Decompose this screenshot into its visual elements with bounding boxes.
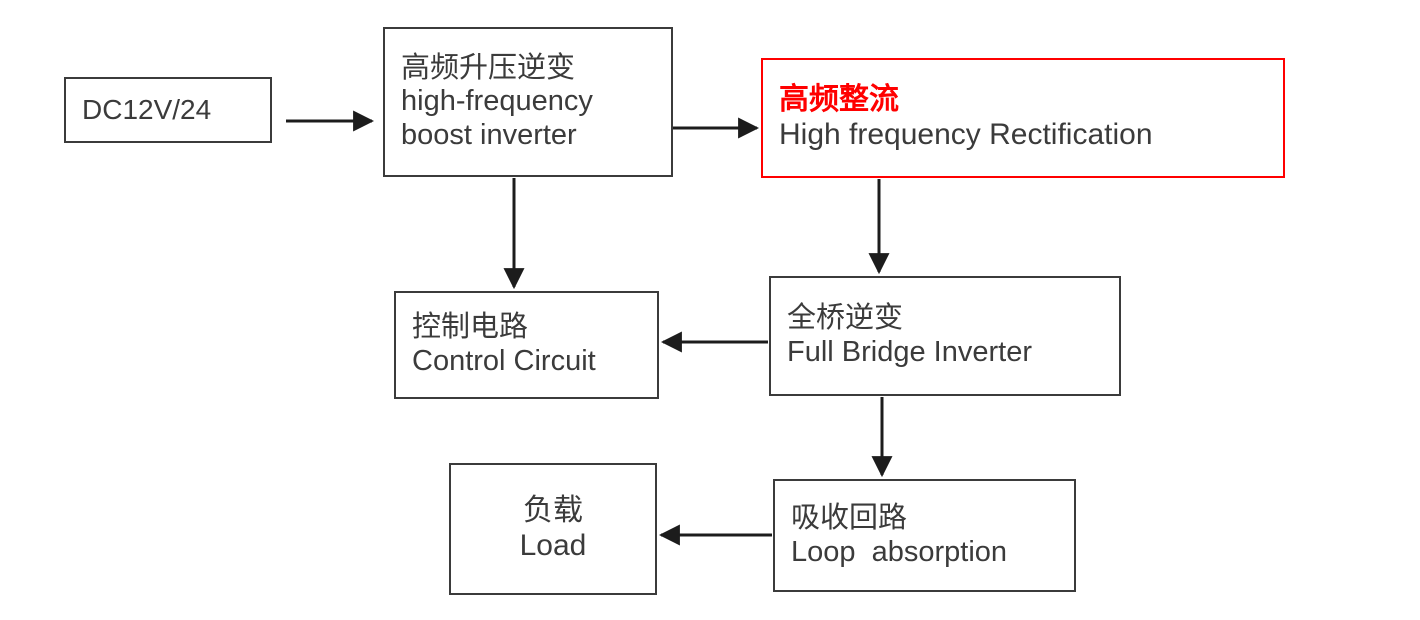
control-circuit-label-cn: 控制电路 <box>412 311 529 344</box>
high-frequency-rectification-block[interactable]: 高频整流 High frequency Rectification <box>761 58 1285 178</box>
boost-inverter-label-cn: 高频升压逆变 <box>401 51 576 84</box>
rectification-label-cn: 高频整流 <box>779 83 899 117</box>
load-block[interactable]: 负载 Load <box>449 463 657 595</box>
rectification-label-en: High frequency Rectification <box>779 118 1153 151</box>
dc-input-label: DC12V/24 <box>82 93 212 125</box>
loop-absorption-label-cn: 吸收回路 <box>791 501 908 534</box>
dc-input-block[interactable]: DC12V/24 <box>64 77 272 143</box>
boost-inverter-label-en-line2: boost inverter <box>401 118 577 151</box>
loop-absorption-label-en: Loop absorption <box>791 535 1008 568</box>
full-bridge-inverter-block[interactable]: 全桥逆变 Full Bridge Inverter <box>769 276 1121 396</box>
load-label-en: Load <box>519 529 587 562</box>
full-bridge-label-cn: 全桥逆变 <box>787 302 904 335</box>
load-label-cn: 负载 <box>523 494 583 528</box>
high-frequency-boost-inverter-block[interactable]: 高频升压逆变 high-frequency boost inverter <box>383 27 673 177</box>
loop-absorption-block[interactable]: 吸收回路 Loop absorption <box>773 479 1076 592</box>
control-circuit-block[interactable]: 控制电路 Control Circuit <box>394 291 659 399</box>
control-circuit-label-en: Control Circuit <box>412 345 596 377</box>
boost-inverter-label-en-line1: high-frequency <box>401 85 593 118</box>
full-bridge-label-en: Full Bridge Inverter <box>787 336 1032 368</box>
